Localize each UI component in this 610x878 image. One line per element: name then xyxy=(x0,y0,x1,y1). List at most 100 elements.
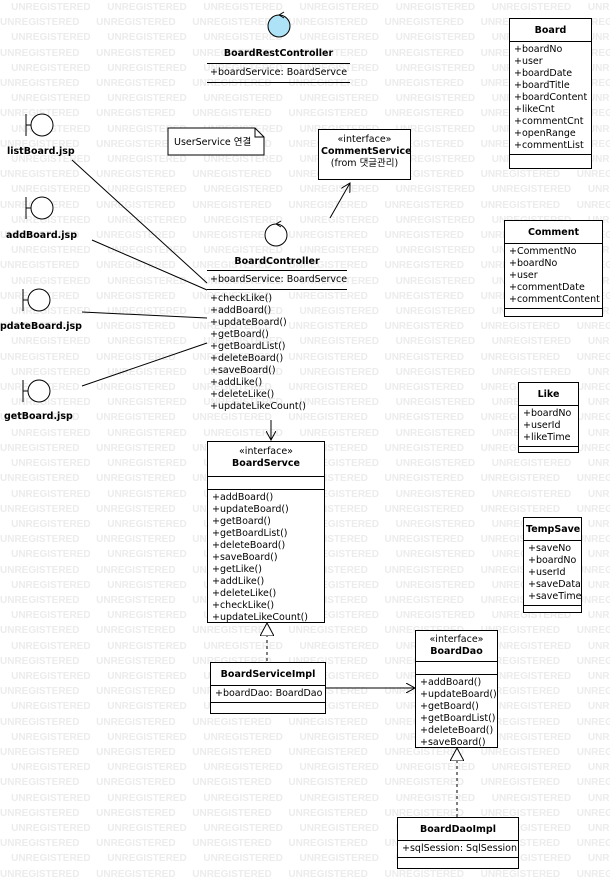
operation-item: +deleteBoard() xyxy=(212,540,286,551)
class-name: BoardDao xyxy=(430,646,483,657)
board-rest-controller[interactable]: BoardRestController +boardService: Board… xyxy=(207,48,350,83)
operation-item: +getBoard() xyxy=(420,701,479,712)
operation-item: +saveBoard() xyxy=(210,365,276,376)
attribute-item: +user xyxy=(514,56,543,67)
attribute-item: +commentCnt xyxy=(514,116,584,127)
association-line xyxy=(81,311,208,319)
package-label: (from 댓글관리) xyxy=(330,158,399,169)
stereotype-label: «interface» xyxy=(429,634,484,645)
operation-item: +getLike() xyxy=(212,564,262,575)
operation-item: +addLike() xyxy=(212,576,265,587)
board-dao-interface[interactable]: «interface» BoardDao +addBoard()+updateB… xyxy=(415,630,498,748)
class-name: BoardRestController xyxy=(223,48,334,59)
attribute-item: +commentContent xyxy=(509,294,600,305)
class-name: Comment xyxy=(527,227,580,238)
class-name: TempSave xyxy=(526,524,581,535)
stereotype-label: «interface» xyxy=(239,446,293,457)
operation-item: +getBoardList() xyxy=(212,528,288,539)
stereotype-label: «interface» xyxy=(337,134,392,145)
attribute-item: +boardService: BoardServce xyxy=(210,67,348,78)
operation-item: +addBoard() xyxy=(212,492,274,503)
attribute-list: +boardService: BoardServce xyxy=(207,271,347,289)
board-servce-interface[interactable]: «interface» BoardServce +addBoard()+upda… xyxy=(207,441,325,623)
control-icon xyxy=(264,220,288,247)
class-name: BoardServce xyxy=(232,458,300,469)
attribute-item: +boardNo xyxy=(528,555,577,566)
operation-item: +getBoardList() xyxy=(420,713,496,724)
comment-service-interface[interactable]: «interface» CommentService (from 댓글관리) xyxy=(318,129,412,180)
operation-item: +deleteBoard() xyxy=(420,725,494,736)
operation-list: +addBoard()+updateBoard()+getBoard()+get… xyxy=(208,489,324,626)
tempsave-entity[interactable]: TempSave +saveNo+boardNo+userId+saveData… xyxy=(523,517,582,613)
operation-item: +getBoardList() xyxy=(210,341,286,352)
attribute-item: +user xyxy=(509,270,538,281)
operation-item: +getBoard() xyxy=(210,329,269,340)
attribute-item: +likeCnt xyxy=(514,104,555,115)
attribute-item: +boardNo xyxy=(523,408,572,419)
operation-item: +addLike() xyxy=(210,377,263,388)
operation-item: +deleteLike() xyxy=(210,389,275,400)
association-line xyxy=(91,239,208,291)
operation-item: +getBoard() xyxy=(212,516,271,527)
attribute-list: +boardNo+user+boardDate+boardTitle+board… xyxy=(510,41,591,154)
attribute-item: +boardNo xyxy=(514,44,563,55)
attribute-item: +saveTime xyxy=(528,591,582,602)
attribute-item: +boardDate xyxy=(514,68,573,79)
attribute-item: +openRange xyxy=(514,128,576,139)
attribute-item: +saveData xyxy=(528,579,581,590)
operation-item: +saveBoard() xyxy=(420,737,486,748)
attribute-list: +boardNo+userId+likeTime xyxy=(519,405,578,446)
attribute-list: +sqlSession: SqlSession xyxy=(398,840,518,857)
attribute-list: +boardService: BoardServce xyxy=(207,64,350,82)
operation-item: +saveBoard() xyxy=(212,552,278,563)
operation-item: +checkLike() xyxy=(212,600,275,611)
attribute-item: +boardNo xyxy=(509,258,558,269)
operation-item: +updateBoard() xyxy=(420,689,497,700)
attribute-item: +commentList xyxy=(514,140,584,151)
operation-item: +deleteBoard() xyxy=(210,353,284,364)
association-line xyxy=(81,342,208,387)
operation-item: +updateBoard() xyxy=(210,317,287,328)
operation-item: +updateLikeCount() xyxy=(212,612,308,623)
operation-list: +checkLike()+addBoard()+updateBoard()+ge… xyxy=(207,290,347,413)
boundary-icon xyxy=(22,288,51,312)
dependency-arrow xyxy=(329,183,350,219)
attribute-item: +CommentNo xyxy=(509,246,577,257)
board-dao-impl[interactable]: BoardDaoImpl +sqlSession: SqlSession xyxy=(397,817,519,869)
attribute-item: +userId xyxy=(523,420,561,431)
board-controller[interactable]: BoardController +boardService: BoardServ… xyxy=(207,256,347,413)
boundary-label-addboard: addBoard.jsp xyxy=(6,230,77,241)
attribute-item: +likeTime xyxy=(523,432,571,443)
class-name: BoardDaoImpl xyxy=(420,824,496,835)
operation-item: +updateLikeCount() xyxy=(210,401,306,412)
attribute-item: +sqlSession: SqlSession xyxy=(402,843,517,854)
attribute-item: +userId xyxy=(528,567,566,578)
operation-item: +addBoard() xyxy=(210,305,272,316)
attribute-list: +boardDao: BoardDao xyxy=(211,685,325,702)
boundary-label-listboard: listBoard.jsp xyxy=(7,146,75,157)
operation-item: +addBoard() xyxy=(420,677,482,688)
boundary-label-getboard: getBoard.jsp xyxy=(4,411,73,422)
attribute-item: +boardDao: BoardDao xyxy=(215,688,323,699)
class-name: CommentService xyxy=(321,146,412,157)
board-entity[interactable]: Board +boardNo+user+boardDate+boardTitle… xyxy=(509,18,592,169)
comment-entity[interactable]: Comment +CommentNo+boardNo+user+commentD… xyxy=(504,220,603,317)
class-name: BoardServiceImpl xyxy=(220,669,316,680)
operation-item: +checkLike() xyxy=(210,293,273,304)
attribute-item: +boardTitle xyxy=(514,80,570,91)
like-entity[interactable]: Like +boardNo+userId+likeTime xyxy=(518,382,579,453)
operation-item: +updateBoard() xyxy=(212,504,289,515)
association-line xyxy=(71,159,208,284)
attribute-item: +boardContent xyxy=(514,92,588,103)
boundary-label-updateboard: pdateBoard.jsp xyxy=(0,321,82,332)
note: UserService 연결 xyxy=(168,128,264,155)
boundary-icon xyxy=(25,196,54,220)
attribute-list: +saveNo+boardNo+userId+saveData+saveTime xyxy=(524,540,581,605)
class-name: BoardController xyxy=(234,256,320,267)
operation-item: +deleteLike() xyxy=(212,588,277,599)
class-name: Board xyxy=(534,25,567,36)
control-icon xyxy=(267,11,291,38)
note-text: UserService 연결 xyxy=(174,137,252,148)
board-service-impl[interactable]: BoardServiceImpl +boardDao: BoardDao xyxy=(210,662,326,714)
